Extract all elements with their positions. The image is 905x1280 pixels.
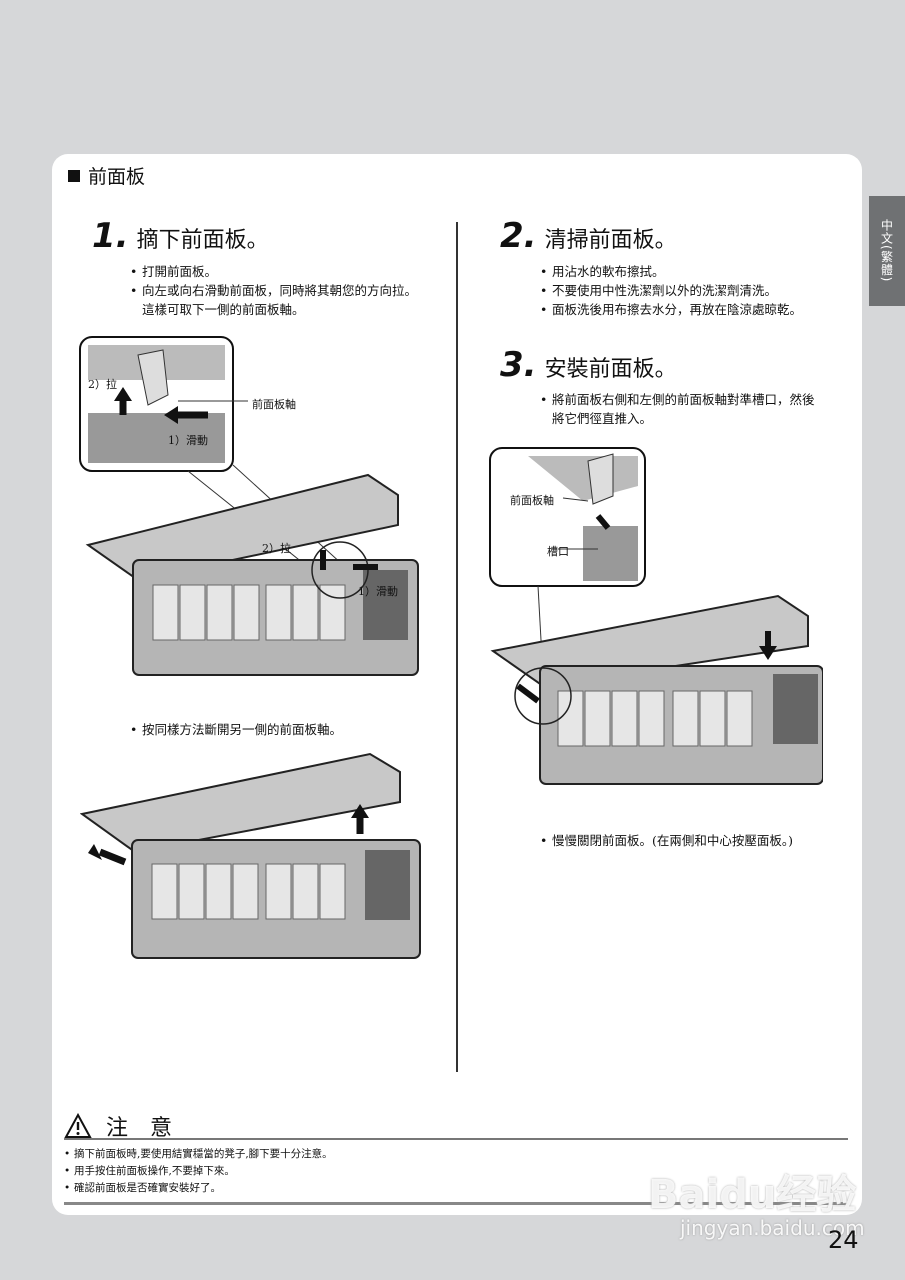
section-title-text: 前面板 (88, 166, 146, 188)
step3-heading: 3. 安裝前面板。 (500, 345, 677, 385)
step3-number: 3. (500, 345, 537, 385)
step1-illustration (79, 336, 419, 676)
caution-list: 摘下前面板時,要使用結實穩當的凳子,腳下要十分注意。 用手按住前面板操作,不要掉… (64, 1146, 333, 1197)
step1-label-slide-2: 1）滑動 (358, 585, 398, 598)
step1-bullets: 打開前面板。 向左或向右滑動前面板，同時將其朝您的方向拉。 這樣可取下一側的前面… (130, 262, 417, 319)
caution-item: 摘下前面板時,要使用結實穩當的凳子,腳下要十分注意。 (64, 1146, 333, 1163)
step1-note-text: 按同樣方法斷開另一側的前面板軸。 (130, 720, 342, 739)
square-bullet-icon (68, 169, 80, 182)
step1-heading: 1. 摘下前面板。 (92, 216, 269, 256)
step1-bullet-cont: 這樣可取下一側的前面板軸。 (142, 302, 305, 317)
language-tab: 中文(繁體) (869, 196, 905, 306)
step3-bullet-cont: 將它們徑直推入。 (552, 411, 653, 426)
caution-item: 用手按住前面板操作,不要掉下來。 (64, 1163, 333, 1180)
caution-item: 確認前面板是否確實安裝好了。 (64, 1180, 333, 1197)
step3-illustration (489, 447, 823, 785)
step3-label-slot: 槽口 (547, 545, 569, 558)
step3-bullets: 將前面板右側和左側的前面板軸對準槽口，然後 將它們徑直推入。 (540, 390, 815, 428)
step2-heading: 2. 清掃前面板。 (500, 216, 677, 256)
step1-illustration-2 (80, 752, 421, 959)
warning-icon (64, 1113, 92, 1138)
step1-bullet: 打開前面板。 (130, 262, 417, 281)
step1-number: 1. (92, 216, 129, 256)
caution-rule (64, 1138, 848, 1140)
step1-title: 摘下前面板。 (136, 228, 269, 253)
step3-note-text: 慢慢關閉前面板。(在兩側和中心按壓面板。) (540, 831, 793, 850)
column-divider (456, 222, 458, 1072)
caution-rule-bottom (64, 1202, 848, 1205)
step3-note: 慢慢關閉前面板。(在兩側和中心按壓面板。) (540, 831, 793, 850)
step3-label-axis: 前面板軸 (510, 494, 554, 507)
caution-title: 注 意 (106, 1116, 173, 1141)
step3-title: 安裝前面板。 (544, 357, 677, 382)
step2-bullet: 不要使用中性洗潔劑以外的洗潔劑清洗。 (540, 281, 802, 300)
step2-bullet: 面板洗後用布擦去水分，再放在陰涼處晾乾。 (540, 300, 802, 319)
step3-bullet: 將前面板右側和左側的前面板軸對準槽口，然後 (540, 390, 815, 409)
step1-label-pull-2: 2）拉 (262, 542, 291, 555)
step1-label-pull: 2）拉 (88, 378, 117, 391)
section-title: 前面板 (68, 162, 145, 189)
step2-bullets: 用沾水的軟布擦拭。 不要使用中性洗潔劑以外的洗潔劑清洗。 面板洗後用布擦去水分，… (540, 262, 802, 319)
step1-bullet: 向左或向右滑動前面板，同時將其朝您的方向拉。 (130, 281, 417, 300)
language-tab-label: 中文(繁體) (879, 219, 894, 283)
step2-bullet: 用沾水的軟布擦拭。 (540, 262, 802, 281)
step2-number: 2. (500, 216, 537, 256)
page-number: 24 (828, 1226, 859, 1254)
caution-heading: 注 意 (64, 1110, 172, 1142)
step2-title: 清掃前面板。 (544, 228, 677, 253)
watermark-url: jingyan.baidu.com (680, 1216, 865, 1240)
step1-label-axis: 前面板軸 (252, 398, 296, 411)
step1-note: 按同樣方法斷開另一側的前面板軸。 (130, 720, 342, 739)
watermark-logo: Baidu经验 (648, 1172, 857, 1218)
step1-label-slide: 1）滑動 (168, 434, 208, 447)
